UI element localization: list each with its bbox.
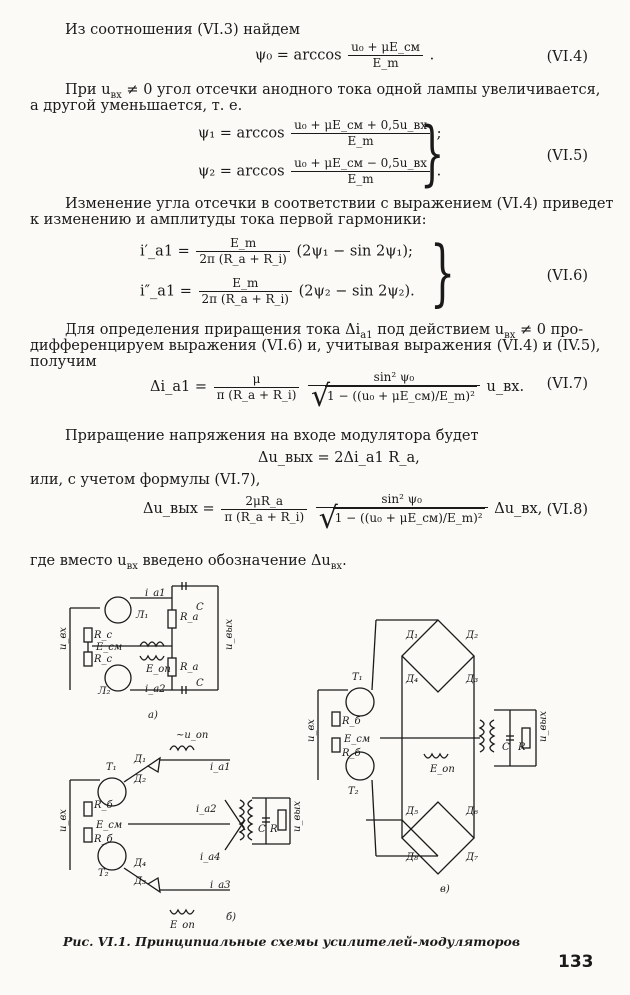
- label-c-Rb1: R_б: [341, 716, 362, 727]
- label-c-D8: Д₈: [405, 852, 418, 863]
- label-b-Rb2: R_б: [93, 834, 114, 845]
- label-a-Eon: E_оп: [145, 664, 171, 675]
- label-c-Ecm: E_см: [343, 734, 370, 745]
- label-a-C1: C: [196, 602, 204, 613]
- label-c-D1: Д₁: [405, 630, 418, 641]
- label-b-Ecm: E_см: [95, 820, 122, 831]
- paragraph-3-line-2: к изменению и амплитуды тока первой гарм…: [30, 212, 427, 228]
- equation-number-vi4: (VI.4): [546, 49, 588, 65]
- equation-number-vi5: (VI.5): [546, 148, 588, 164]
- label-c-D6: Д₆: [465, 806, 478, 817]
- label-c-C: C: [502, 742, 510, 753]
- label-b-ia2: i_a2: [196, 804, 217, 815]
- label-a-Rc2: R_c: [93, 654, 113, 665]
- paragraph-3-line-1: Изменение угла отсечки в соответствии с …: [65, 196, 614, 212]
- label-a-tag: а): [148, 710, 158, 721]
- label-b-ia3: i_a3: [210, 880, 231, 891]
- label-b-D3: Д₃: [133, 876, 146, 887]
- circuit-a: [69, 582, 219, 694]
- paragraph-5: Приращение напряжения на входе модулятор…: [65, 428, 479, 444]
- label-b-uon: ~u_оп: [176, 730, 208, 741]
- label-c-T1: T₁: [352, 672, 363, 683]
- label-b-D2: Д₂: [133, 774, 146, 785]
- paragraph-2-line-1: При uвх ≠ 0 угол отсечки анодного тока о…: [65, 82, 601, 101]
- label-b-tag: б): [226, 912, 236, 923]
- brace-vi6: }: [430, 230, 456, 314]
- brace-vi5: }: [420, 112, 445, 194]
- paragraph-4-line-1: Для определения приращения тока Δia1 под…: [65, 322, 584, 341]
- label-a-ia1: i_a1: [145, 588, 166, 599]
- label-b-uvyx: u_вых: [292, 801, 303, 832]
- label-a-uvyx: u_вых: [224, 619, 235, 650]
- label-c-D3: Д₃: [465, 674, 478, 685]
- label-b-R: R: [269, 824, 278, 835]
- circuit-c: [317, 619, 537, 875]
- equation-number-vi7: (VI.7): [546, 376, 588, 392]
- label-c-uvyx: u_вых: [538, 711, 549, 742]
- label-c-D7: Д₇: [465, 852, 478, 863]
- label-a-uvx: u_вх: [58, 627, 69, 650]
- label-b-C: C: [258, 824, 266, 835]
- label-b-T1: T₁: [106, 762, 117, 773]
- label-c-Rb2: R_б: [341, 748, 362, 759]
- equation-delta-u-out: Δu_вых = 2Δi_a1 R_a,: [258, 450, 420, 466]
- paragraph-4-line-3: получим: [30, 354, 97, 370]
- label-c-T2: T₂: [348, 786, 359, 797]
- label-c-D4: Д₄: [405, 674, 418, 685]
- label-c-D2: Д₂: [465, 630, 478, 641]
- label-b-ia4: i_a4: [200, 852, 221, 863]
- label-a-ia2: i_a2: [145, 684, 166, 695]
- label-a-Ra1: R_a: [179, 612, 199, 623]
- figure-caption: Рис. VI.1. Принципиальные схемы усилител…: [63, 934, 521, 949]
- label-b-D4: Д₄: [133, 858, 146, 869]
- label-b-uvx: u_вх: [58, 809, 69, 832]
- page-number: 133: [558, 952, 594, 972]
- label-b-Rb1: R_б: [93, 800, 114, 811]
- label-a-Ecm: E_см: [95, 642, 122, 653]
- label-a-C2: C: [196, 678, 204, 689]
- label-b-ia1: i_a1: [210, 762, 231, 773]
- label-a-L1: Л₁: [135, 610, 148, 621]
- label-c-D5: Д₅: [405, 806, 418, 817]
- paragraph-2-line-2: а другой уменьшается, т. е.: [30, 98, 243, 114]
- paragraph-1: Из соотношения (VI.3) найдем: [65, 22, 301, 38]
- label-b-Eon: E_оп: [169, 920, 195, 930]
- label-c-tag: в): [440, 884, 450, 895]
- label-c-Eon: E_оп: [429, 764, 455, 775]
- label-b-T2: T₂: [98, 868, 109, 879]
- label-b-D1: Д₁: [133, 754, 146, 765]
- paragraph-4-line-2: дифференцируем выражения (VI.6) и, учиты…: [30, 338, 601, 354]
- paragraph-7: где вместо uвх введено обозначение Δuвх.: [30, 553, 347, 572]
- label-a-L2: Л₂: [97, 686, 110, 697]
- equation-number-vi8: (VI.8): [546, 502, 588, 518]
- label-a-Ra2: R_a: [179, 662, 199, 673]
- circuit-figure: i_a1 Л₁ C R_a R_c E_см R_c E_оп R_a C Л₂…: [58, 582, 549, 930]
- label-c-uvx: u_вх: [306, 719, 317, 742]
- label-c-R: R: [517, 742, 526, 753]
- equation-number-vi6: (VI.6): [546, 268, 588, 284]
- paragraph-6: или, с учетом формулы (VI.7),: [30, 472, 261, 488]
- circuit-b: [69, 745, 291, 915]
- label-a-Rc1: R_c: [93, 630, 113, 641]
